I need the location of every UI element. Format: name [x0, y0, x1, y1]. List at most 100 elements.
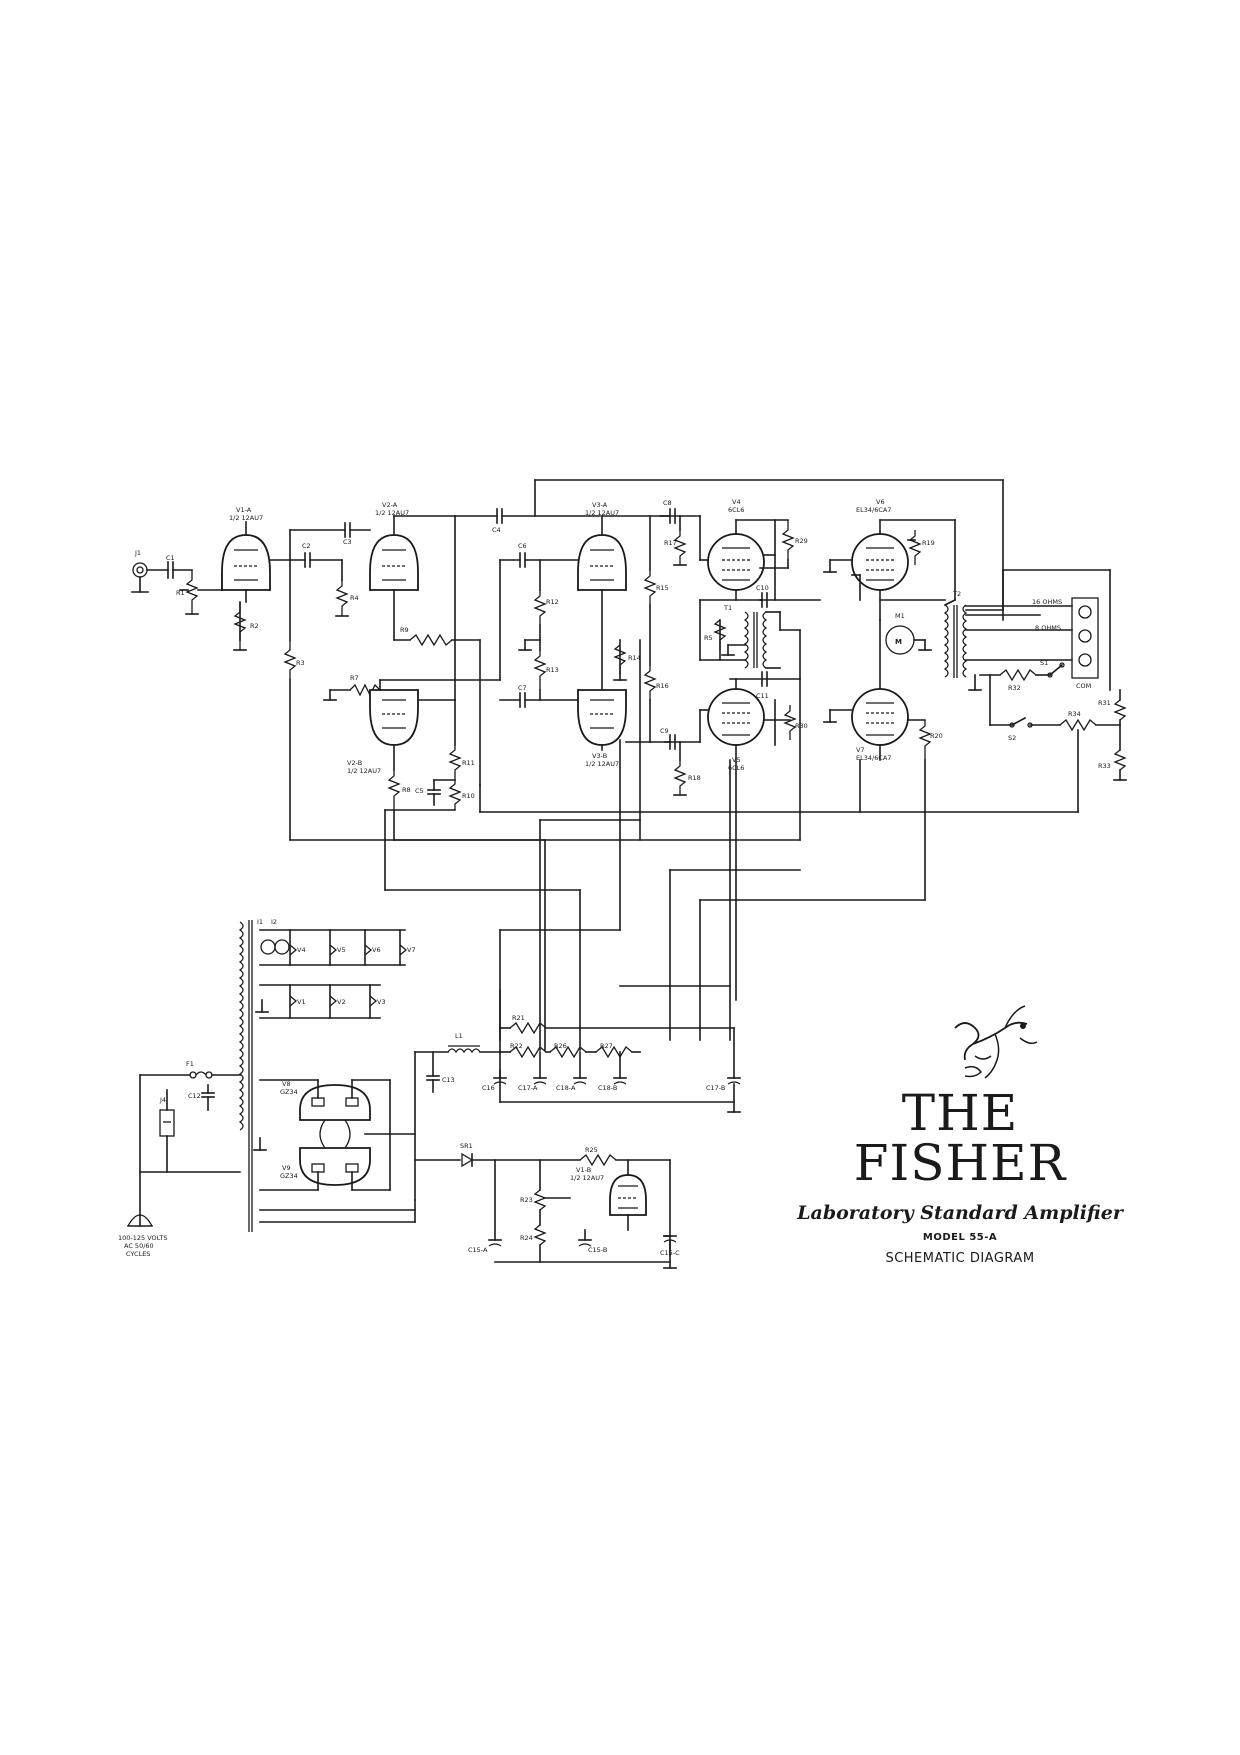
output-terminal-strip: 16 OHMS 8 OHMS COM	[1032, 597, 1099, 690]
r8-label: R8	[402, 786, 411, 794]
r22-label: R22	[510, 1042, 523, 1050]
v7-type: EL34/6CA7	[856, 754, 891, 762]
r13-label: R13	[546, 666, 559, 674]
v7-label: V7	[856, 746, 865, 754]
c15a-label: C15-A	[468, 1246, 488, 1254]
v8-label: V8	[282, 1080, 291, 1088]
tube-v9: V9 GZ34	[280, 1147, 371, 1186]
mains-freq: AC 50/60	[124, 1242, 154, 1250]
model-number: MODEL 55-A	[922, 1232, 998, 1243]
tube-v1b: V1-B 1/2 12AU7	[570, 1166, 647, 1216]
r21-label: R21	[512, 1014, 525, 1022]
v3a-type: 1/2 12AU7	[585, 509, 619, 517]
ohms8-label: 8 OHMS	[1035, 624, 1061, 632]
r1-label: R1	[176, 589, 185, 597]
v1a-type: 1/2 12AU7	[229, 514, 263, 522]
v1b-label: V1-B	[576, 1166, 591, 1174]
l1-label: L1	[455, 1032, 463, 1040]
c17b-label: C17-B	[706, 1084, 725, 1092]
r33-label: R33	[1098, 762, 1111, 770]
heater-v7-label: V7	[407, 946, 416, 954]
j1-label: J1	[134, 549, 141, 557]
t1-label: T1	[723, 604, 732, 612]
c15b-label: C15-B	[588, 1246, 607, 1254]
c3-label: C3	[343, 538, 352, 546]
tube-v7: V7 EL34/6CA7	[851, 688, 909, 762]
brand-block: THE FISHER Laboratory Standard Amplifier…	[790, 1088, 1130, 1266]
c1-label: C1	[166, 554, 175, 562]
r30-label: R30	[795, 722, 808, 730]
c18b-label: C18-B	[598, 1084, 617, 1092]
m1-label: M1	[895, 612, 905, 620]
wire-input-chain: C1 R1	[146, 554, 223, 615]
v3b-label: V3-B	[592, 752, 607, 760]
c17a-label: C17-A	[518, 1084, 538, 1092]
c12-label: C12	[188, 1092, 201, 1100]
v2b-type: 1/2 12AU7	[347, 767, 381, 775]
v4-label: V4	[732, 498, 741, 506]
fisher-logo-icon	[954, 1005, 1038, 1079]
r19-label: R19	[922, 539, 935, 547]
c5-label: C5	[415, 787, 424, 795]
r29-label: R29	[795, 537, 808, 545]
c10-label: C10	[756, 584, 769, 592]
input-jack: J1	[131, 549, 149, 593]
tube-v2b: V2-B 1/2 12AU7	[347, 689, 419, 775]
tube-v3b: V3-B 1/2 12AU7	[577, 689, 627, 768]
filter-caps: C16 C17-A C18-A C18-B C17-B	[482, 1027, 741, 1113]
r24-label: R24	[520, 1234, 533, 1242]
heater-string: I1 I2 V4 V5 V6 V7 V1 V2 V3	[255, 918, 416, 1019]
v2b-label: V2-B	[347, 759, 362, 767]
r16-label: R16	[656, 682, 669, 690]
diagram-title: SCHEMATIC DIAGRAM	[885, 1251, 1035, 1266]
r12-label: R12	[546, 598, 559, 606]
tube-v2a: V2-A 1/2 12AU7	[369, 501, 419, 591]
s1-label: S1	[1040, 659, 1048, 667]
c4-label: C4	[492, 526, 501, 534]
v6-label: V6	[876, 498, 885, 506]
v1b-type: 1/2 12AU7	[570, 1174, 604, 1182]
r32-label: R32	[1008, 684, 1021, 692]
heater-v3-label: V3	[377, 998, 386, 1006]
r15-label: R15	[656, 584, 669, 592]
c6-label: C6	[518, 542, 527, 550]
meter-symbol: M	[895, 638, 902, 646]
mains-input: F1 C12 J4 100-125 VOLTS AC 50/60 CYCLES	[118, 1060, 241, 1258]
heater-v6-label: V6	[372, 946, 381, 954]
r31-label: R31	[1098, 699, 1111, 707]
heater-v4-label: V4	[297, 946, 306, 954]
c11-label: C11	[756, 692, 769, 700]
v3b-type: 1/2 12AU7	[585, 760, 619, 768]
brand-subtitle: Laboratory Standard Amplifier	[797, 1202, 1123, 1224]
r34-label: R34	[1068, 710, 1081, 718]
mains-cycles: CYCLES	[126, 1250, 150, 1258]
c9-label: C9	[660, 727, 669, 735]
c8-label: C8	[663, 499, 672, 507]
t2-label: T2	[952, 590, 961, 598]
r14-label: R14	[628, 654, 641, 662]
heater-v1-label: V1	[297, 998, 306, 1006]
v2a-label: V2-A	[382, 501, 398, 509]
v3a-label: V3-A	[592, 501, 608, 509]
c13-label: C13	[442, 1076, 455, 1084]
ohms16-label: 16 OHMS	[1032, 598, 1062, 606]
r9-label: R9	[400, 626, 409, 634]
i1-label: I1	[257, 918, 263, 926]
c16-label: C16	[482, 1084, 495, 1092]
v9-type: GZ34	[280, 1172, 298, 1180]
sr1-label: SR1	[460, 1142, 473, 1150]
mains-voltage: 100-125 VOLTS	[118, 1234, 168, 1242]
v4-type: 6CL6	[728, 506, 744, 514]
r18-label: R18	[688, 774, 701, 782]
c7-label: C7	[518, 684, 527, 692]
r23-label: R23	[520, 1196, 533, 1204]
meter-m1: M M1	[885, 612, 915, 655]
r5-label: R5	[704, 634, 713, 642]
r17-label: R17	[664, 539, 677, 547]
tube-v1a: V1-A 1/2 12AU7	[221, 506, 271, 591]
brand-title: THE FISHER	[853, 1084, 1067, 1192]
c18a-label: C18-A	[556, 1084, 576, 1092]
tube-v3a: V3-A 1/2 12AU7	[577, 501, 627, 591]
v8-type: GZ34	[280, 1088, 298, 1096]
